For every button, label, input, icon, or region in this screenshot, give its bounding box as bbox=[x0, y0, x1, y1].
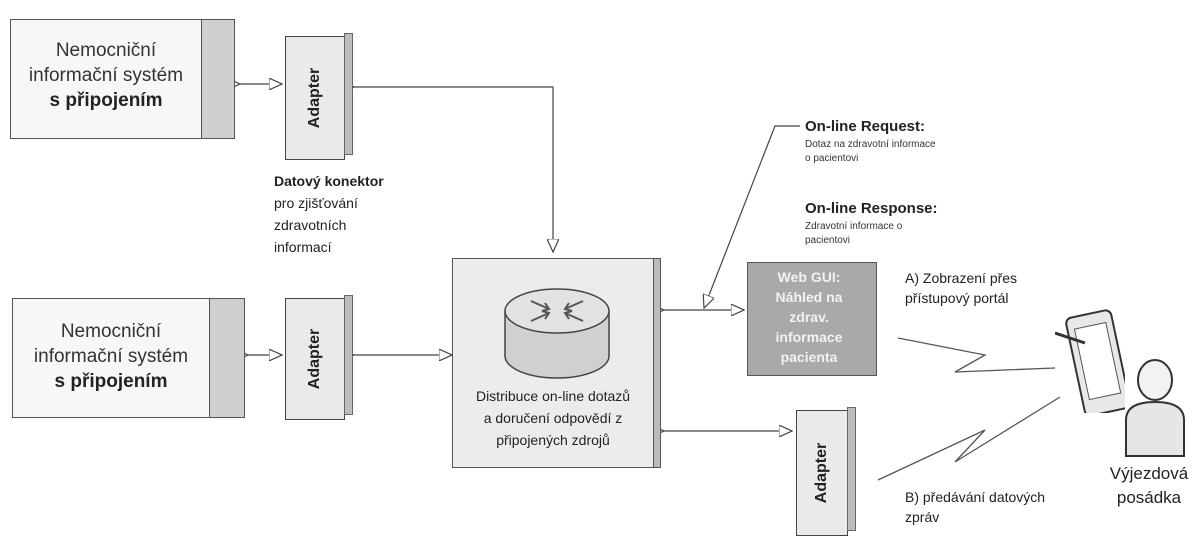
hub-line2: a doručení odpovědí z bbox=[483, 410, 623, 426]
crew-line1: Výjezdová bbox=[1109, 464, 1189, 483]
adapter-bottom-right-label: Adapter bbox=[813, 442, 830, 504]
adapter-top-label: Adapter bbox=[306, 67, 323, 129]
messages-line1: B) předávání datových bbox=[905, 489, 1046, 505]
portal-label: A) Zobrazení přes přístupový portál bbox=[905, 268, 1075, 308]
hospital-bottom-line1: Nemocniční bbox=[60, 321, 162, 342]
connector-line4: informací bbox=[274, 239, 332, 255]
tablet-icon bbox=[1055, 309, 1125, 413]
request-pointer-line bbox=[704, 125, 800, 308]
response-line2: pacientovi bbox=[805, 235, 851, 246]
request-title: On-line Request: bbox=[805, 118, 926, 135]
webgui-line3: zdrav. bbox=[789, 309, 829, 325]
adapter-bottom-left-label: Adapter bbox=[306, 328, 323, 390]
portal-line2: přístupový portál bbox=[905, 290, 1009, 306]
crew-label: Výjezdová posádka bbox=[1102, 462, 1196, 510]
messages-line2: zpráv bbox=[905, 509, 940, 525]
hub-line3: připojených zdrojů bbox=[496, 432, 610, 448]
hospital-top-line2: informační systém bbox=[28, 65, 184, 86]
response-note: On-line Response: Zdravotní informace o … bbox=[805, 200, 995, 248]
adapter-top: Adapter bbox=[285, 33, 353, 160]
router-icon bbox=[504, 288, 610, 379]
hospital-bottom-line3: s připojením bbox=[54, 371, 168, 392]
person-icon bbox=[1125, 359, 1185, 457]
connector-line2: pro zjišťování bbox=[274, 195, 358, 211]
messages-label: B) předávání datových zpráv bbox=[905, 487, 1085, 527]
response-title: On-line Response: bbox=[805, 200, 938, 217]
hospital-top-line3: s připojením bbox=[49, 90, 163, 111]
webgui-line2: Náhled na bbox=[775, 289, 843, 305]
crew-line2: posádka bbox=[1116, 488, 1182, 507]
hospital-bottom-line2: informační systém bbox=[33, 346, 189, 367]
lightning-portal bbox=[897, 337, 1056, 373]
portal-line1: A) Zobrazení přes bbox=[905, 270, 1018, 286]
hub-line1: Distribuce on-line dotazů bbox=[475, 388, 631, 404]
response-line1: Zdravotní informace o bbox=[805, 221, 903, 232]
hospital-system-bottom: Nemocniční informační systém s připojení… bbox=[12, 298, 245, 418]
arrow-adapter1-hub bbox=[354, 87, 553, 252]
webgui-line4: informace bbox=[775, 329, 843, 345]
request-note: On-line Request: Dotaz na zdravotní info… bbox=[805, 118, 995, 166]
hospital-system-top: Nemocniční informační systém s připojení… bbox=[10, 19, 235, 139]
connector-title: Datový konektor bbox=[274, 173, 384, 189]
connector-description: Datový konektor pro zjišťování zdravotní… bbox=[274, 170, 424, 258]
lightning-messages bbox=[877, 396, 1061, 481]
request-line1: Dotaz na zdravotní informace bbox=[805, 139, 936, 150]
web-gui-box: Web GUI: Náhled na zdrav. informace paci… bbox=[747, 262, 877, 376]
webgui-line5: pacienta bbox=[780, 349, 838, 365]
request-line2: o pacientovi bbox=[805, 153, 859, 164]
distribution-hub: Distribuce on-line dotazů a doručení odp… bbox=[452, 258, 661, 468]
hospital-top-line1: Nemocniční bbox=[55, 40, 157, 61]
adapter-bottom-right: Adapter bbox=[796, 407, 856, 536]
webgui-line1: Web GUI: bbox=[777, 269, 841, 285]
adapter-bottom-left: Adapter bbox=[285, 295, 353, 420]
connector-line3: zdravotních bbox=[274, 217, 347, 233]
